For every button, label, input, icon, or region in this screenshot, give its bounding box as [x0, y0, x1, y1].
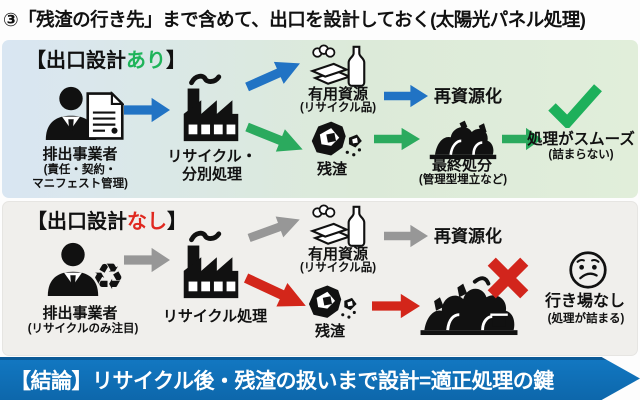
page-title: ③「残渣の行き先」まで含めて、出口を設計しておく(太陽光パネル処理) — [3, 9, 586, 30]
recycle-icon: ♻ — [92, 257, 125, 298]
outcome-smooth-sub: (詰まらない) — [548, 149, 614, 161]
panel-without-header: 【出口設計なし】 — [27, 211, 187, 233]
panel-with-header: 【出口設計あり】 — [26, 50, 186, 72]
resource-label: 有用資源 — [307, 86, 368, 103]
resource-sub-2: (リサイクル品) — [299, 262, 377, 274]
final-label: 最終処分 — [431, 157, 492, 174]
arrow-generator-to-recycler-2 — [124, 247, 170, 273]
residue-label: 残渣 — [316, 161, 347, 178]
process-label-line2: 分別処理 — [181, 166, 242, 183]
waste-generator-person-icon — [44, 84, 98, 142]
final-sub: (管理型埋立など) — [418, 174, 508, 186]
conclusion-text: 【結論】リサイクル後・残渣の扱いまで設計=適正処理の鍵 — [10, 370, 554, 393]
generator-sub1: (責任・契約・ — [43, 164, 117, 176]
generator-label-2: 排出事業者 — [42, 305, 118, 322]
arrow-final-to-outcome — [502, 127, 542, 151]
arrow-resources-to-recycled — [384, 84, 428, 108]
useful-resources-icon-2 — [298, 204, 378, 248]
residue-icon — [302, 120, 370, 162]
arrow-residue-to-pile — [372, 293, 420, 319]
checkmark-icon — [548, 82, 602, 128]
recycled-label: 再資源化 — [434, 87, 502, 106]
final-disposal-landfill-icon — [426, 118, 500, 160]
resource-label-2: 有用資源 — [307, 246, 368, 263]
resource-sub: (リサイクル品) — [299, 102, 377, 114]
worried-face-icon — [568, 250, 608, 290]
panel-without-exit-design: 【出口設計なし】 — [2, 201, 638, 356]
garbage-pile-icon — [416, 272, 522, 336]
header-highlight-nashi: なし — [127, 211, 167, 233]
recycling-factory-icon-2 — [174, 228, 248, 302]
arrow-factory-to-residue-2 — [240, 265, 312, 318]
process-label-line1: リサイクル・ — [167, 148, 257, 165]
arrow-factory-to-resources — [242, 52, 306, 99]
arrow-resources-to-recycled-2 — [384, 224, 428, 248]
process-label-2: リサイクル処理 — [162, 308, 268, 325]
waste-generator-person-icon-2 — [46, 240, 100, 298]
residue-icon-2 — [298, 284, 366, 324]
arrow-factory-to-residue — [242, 115, 307, 162]
manifest-document-icon — [86, 90, 124, 142]
recycling-factory-icon — [174, 70, 248, 146]
arrow-generator-to-recycler — [124, 97, 170, 123]
header-highlight-ari: あり — [126, 50, 166, 72]
arrow-factory-to-resources-2 — [245, 208, 304, 249]
generator-label: 排出事業者 — [42, 146, 118, 163]
outcome-smooth-label: 処理がスムーズ — [527, 131, 635, 148]
outcome-stuck-sub: (処理が詰まる) — [547, 313, 625, 325]
x-icon — [486, 256, 530, 300]
residue-label-2: 残渣 — [314, 323, 345, 340]
generator-sub-2: (リサイクルのみ注目) — [27, 323, 139, 335]
recycled-label-2: 再資源化 — [434, 227, 502, 246]
generator-sub2: マニフェスト管理) — [32, 178, 128, 190]
arrow-residue-to-final — [374, 127, 420, 151]
outcome-stuck-label: 行き場なし — [544, 293, 625, 310]
useful-resources-icon — [298, 44, 378, 88]
conclusion-banner: 【結論】リサイクル後・残渣の扱いまで設計=適正処理の鍵 — [0, 357, 640, 400]
